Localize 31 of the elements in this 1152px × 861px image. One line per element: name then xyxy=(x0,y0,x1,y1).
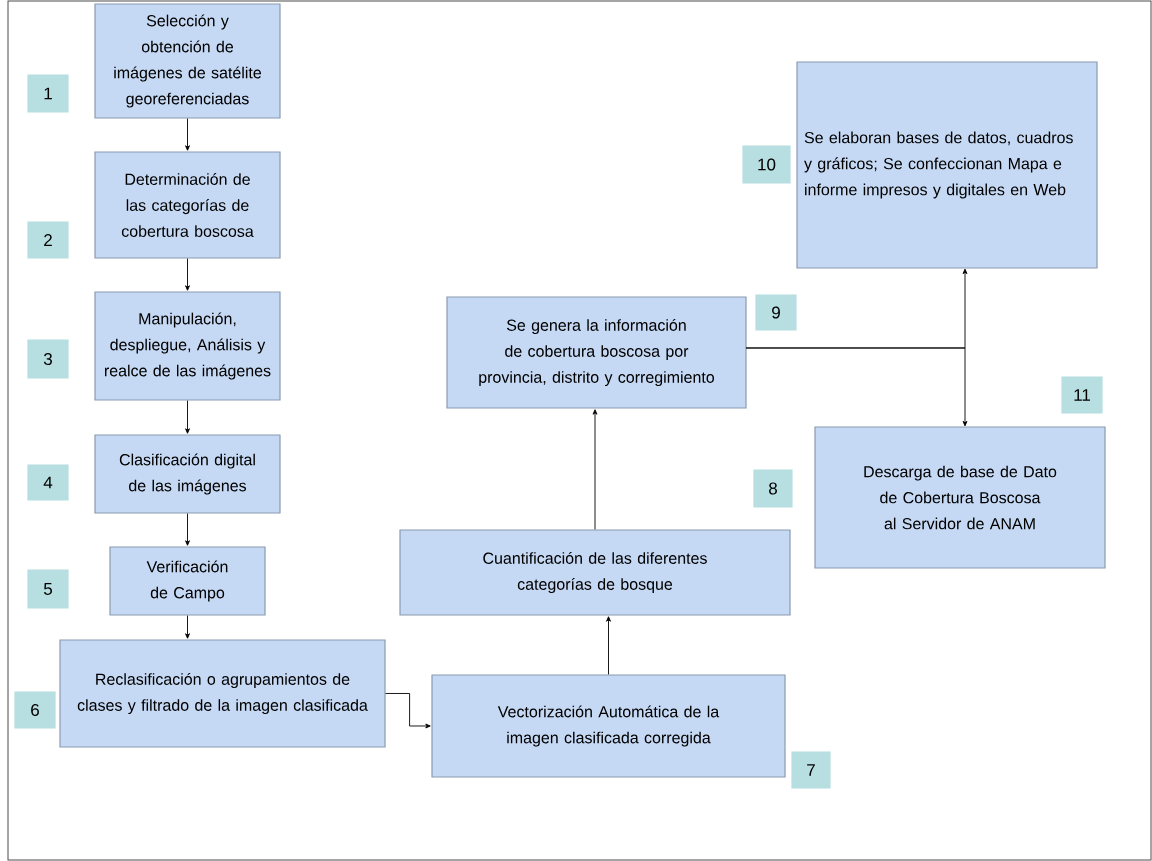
arrow xyxy=(185,400,190,434)
process-box: Manipulación, despliegue, Análisis y realce de las imágenes xyxy=(94,291,281,401)
arrow xyxy=(185,615,190,639)
process-box: Vectorización Automática de la imagen clasificada corregida xyxy=(431,674,786,778)
step-number: 6 xyxy=(14,691,56,729)
step-number: 8 xyxy=(753,469,793,508)
step-number: 3 xyxy=(27,339,69,379)
step-number: 7 xyxy=(791,751,831,789)
arrow xyxy=(185,513,190,546)
arrow xyxy=(185,258,190,291)
step-number: 5 xyxy=(27,569,69,609)
step-number: 2 xyxy=(27,221,69,259)
process-box: Descarga de base de Dato de Cobertura Boscosa al Servidor de ANAM xyxy=(814,426,1106,569)
arrow xyxy=(606,616,611,675)
arrow xyxy=(745,347,968,427)
arrow xyxy=(592,409,598,530)
arrow xyxy=(185,118,190,151)
process-box: Cuantificación de las diferentes categorías de bosque xyxy=(399,529,791,616)
process-box: Determinación de las categorías de cobertura boscosa xyxy=(94,151,281,259)
process-box: Se elaboran bases de datos, cuadros y gráficos; Se confeccionan Mapa e informe impresos y digitales en Web xyxy=(796,61,1098,269)
arrow xyxy=(385,693,431,729)
step-number: 11 xyxy=(1061,376,1103,414)
process-box: Selección y obtención de imágenes de satélite georeferenciadas xyxy=(94,3,281,119)
step-number: 9 xyxy=(755,294,797,331)
step-number: 4 xyxy=(27,464,69,501)
process-box: Reclasificación o agrupamientos de clases y filtrado de la imagen clasificada xyxy=(59,639,386,748)
step-number: 10 xyxy=(742,145,791,184)
process-box: Clasificación digital de las imágenes xyxy=(94,434,281,514)
step-number: 1 xyxy=(27,74,69,113)
process-box: Se genera la información de cobertura boscosa por provincia, distrito y corregimiento xyxy=(446,296,747,409)
process-box: Verificación de Campo xyxy=(109,546,266,616)
